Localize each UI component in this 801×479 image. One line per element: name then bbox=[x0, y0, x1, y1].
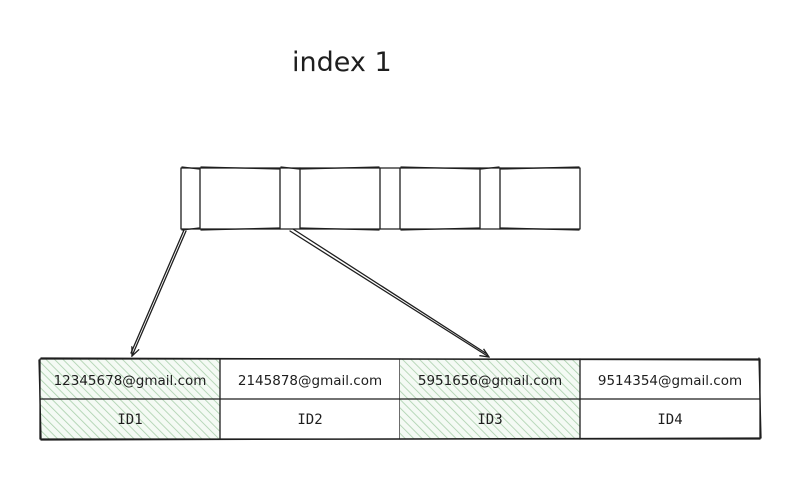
pointer-arrow-2 bbox=[289, 228, 489, 357]
record-highlight bbox=[400, 399, 580, 439]
record-4: 9514354@gmail.com ID4 bbox=[579, 358, 761, 440]
index-key-cell-2 bbox=[299, 166, 381, 231]
records-table: 12345678@gmail.com ID1 2145878@gmail.com… bbox=[38, 357, 762, 441]
record-email: 12345678@gmail.com bbox=[54, 373, 207, 389]
pointer-slot-1 bbox=[180, 166, 201, 231]
record-id: ID1 bbox=[117, 412, 142, 428]
record-1: 12345678@gmail.com ID1 bbox=[39, 358, 221, 440]
index-node bbox=[180, 166, 581, 231]
record-highlight bbox=[40, 359, 220, 399]
table-outline-sketch bbox=[38, 357, 762, 441]
record-3: 5951656@gmail.com ID3 bbox=[399, 358, 581, 440]
record-2: 2145878@gmail.com ID2 bbox=[219, 358, 401, 440]
pointer-slot-4 bbox=[479, 166, 501, 230]
record-id: ID4 bbox=[657, 412, 682, 428]
record-email: 9514354@gmail.com bbox=[598, 373, 742, 389]
record-highlight bbox=[40, 399, 220, 439]
record-id: ID2 bbox=[297, 412, 322, 428]
pointer-arrow-1 bbox=[130, 229, 187, 356]
record-id: ID3 bbox=[477, 412, 502, 428]
pointer-slot-3 bbox=[379, 167, 401, 230]
index-key-cell-3 bbox=[399, 166, 481, 231]
record-email: 5951656@gmail.com bbox=[418, 373, 562, 389]
record-email: 2145878@gmail.com bbox=[238, 373, 382, 389]
diagram-title: index 1 bbox=[292, 47, 392, 78]
pointer-slot-2 bbox=[279, 166, 301, 230]
index-key-cell-4 bbox=[499, 166, 581, 231]
record-highlight bbox=[400, 359, 580, 399]
index-key-cell-1 bbox=[199, 166, 281, 231]
